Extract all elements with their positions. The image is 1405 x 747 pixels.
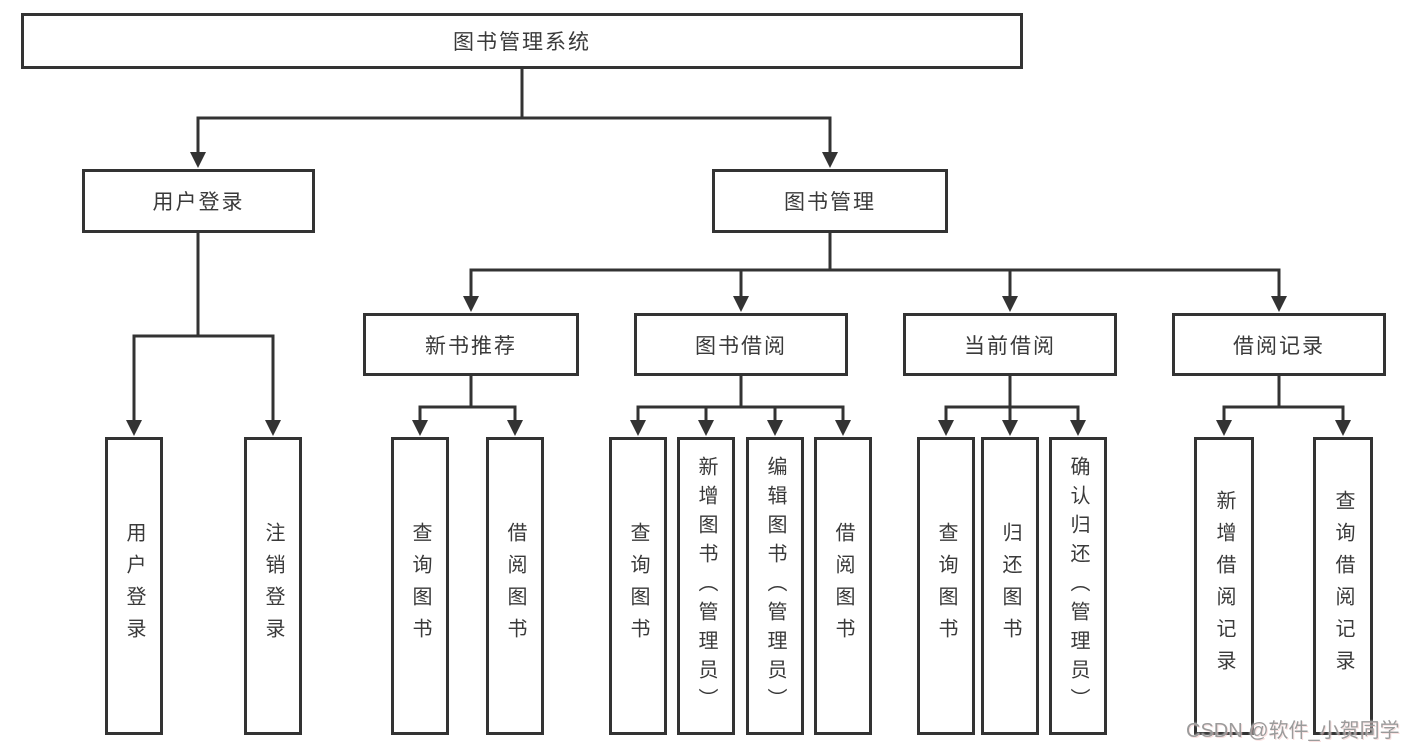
node-book-borrow: 图书借阅 [634, 313, 848, 376]
node-user-login-label: 用户登录 [152, 191, 245, 214]
leaf-query-borrow-record: 查询借阅记录 [1313, 437, 1373, 735]
leaf-query-books-current: 查询图书 [917, 437, 975, 735]
leaf-add-borrow-record: 新增借阅记录 [1194, 437, 1254, 735]
node-new-book-recommend-label: 新书推荐 [425, 334, 517, 358]
edges-book-borrow-children [630, 374, 851, 436]
leaf-edit-book-admin: 编辑图书（管理员） [746, 437, 804, 735]
edges-user-login-children [126, 231, 281, 436]
leaf-query-books-recommend-label: 查询图书 [409, 522, 431, 650]
leaf-query-books-recommend: 查询图书 [391, 437, 449, 735]
node-current-borrow: 当前借阅 [903, 313, 1117, 376]
leaf-query-books-borrow-label: 查询图书 [627, 522, 649, 650]
leaf-confirm-return-admin: 确认归还（管理员） [1049, 437, 1107, 735]
node-new-book-recommend: 新书推荐 [363, 313, 579, 376]
node-book-management: 图书管理 [712, 169, 948, 233]
node-system: 图书管理系统 [21, 13, 1023, 69]
leaf-logout-label: 注销登录 [262, 522, 284, 650]
edges-current-borrow-children [938, 374, 1086, 436]
node-borrow-records: 借阅记录 [1172, 313, 1386, 376]
leaf-query-books-current-label: 查询图书 [935, 522, 957, 650]
leaf-logout: 注销登录 [244, 437, 302, 735]
node-system-label: 图书管理系统 [453, 31, 591, 54]
leaf-query-borrow-record-label: 查询借阅记录 [1332, 490, 1354, 682]
leaf-confirm-return-admin-label: 确认归还（管理员） [1067, 455, 1089, 717]
leaf-borrow-books-action-label: 借阅图书 [832, 522, 854, 650]
edges-new-book-recommend-children [412, 374, 523, 436]
leaf-return-book: 归还图书 [981, 437, 1039, 735]
csdn-watermark: CSDN @软件_小贺同学 [1186, 720, 1400, 742]
node-borrow-records-label: 借阅记录 [1233, 334, 1325, 358]
leaf-return-book-label: 归还图书 [999, 522, 1021, 650]
leaf-borrow-books-recommend: 借阅图书 [486, 437, 544, 735]
leaf-add-book-admin-label: 新增图书（管理员） [695, 455, 717, 717]
leaf-add-book-admin: 新增图书（管理员） [677, 437, 735, 735]
node-current-borrow-label: 当前借阅 [964, 334, 1056, 358]
leaf-borrow-books-action: 借阅图书 [814, 437, 872, 735]
leaf-add-borrow-record-label: 新增借阅记录 [1213, 490, 1235, 682]
node-user-login: 用户登录 [82, 169, 315, 233]
node-book-borrow-label: 图书借阅 [695, 334, 787, 358]
edges-borrow-records-children [1216, 374, 1351, 436]
edges-root-to-level2 [190, 67, 838, 168]
leaf-user-login-label: 用户登录 [123, 522, 145, 650]
node-book-management-label: 图书管理 [784, 191, 876, 214]
leaf-edit-book-admin-label: 编辑图书（管理员） [764, 455, 786, 717]
leaf-user-login: 用户登录 [105, 437, 163, 735]
leaf-borrow-books-recommend-label: 借阅图书 [504, 522, 526, 650]
leaf-query-books-borrow: 查询图书 [609, 437, 667, 735]
edges-book-management-children [463, 231, 1287, 312]
